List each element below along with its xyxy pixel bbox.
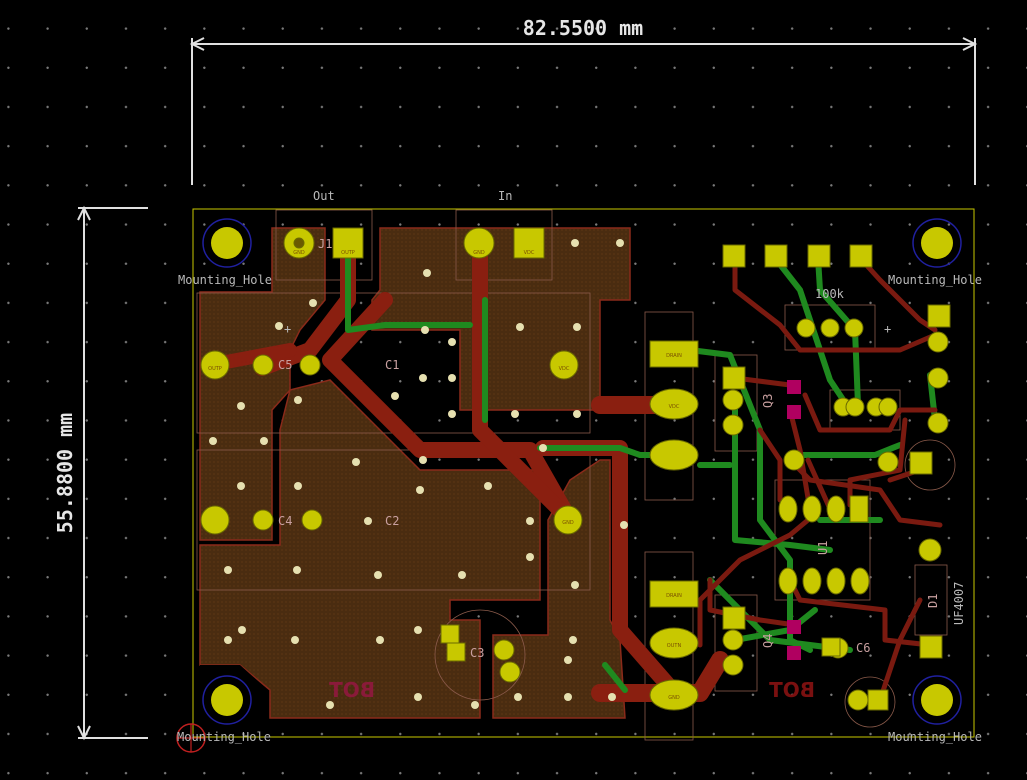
c3-ref: C3 xyxy=(470,646,484,660)
connector-in-label: In xyxy=(498,189,512,203)
pad-names: GND OUTP GND VDC OUTP VDC GND DRAIN VDC … xyxy=(208,250,682,701)
svg-text:OUTP: OUTP xyxy=(341,250,355,256)
power-pads[interactable] xyxy=(649,340,699,711)
svg-text:GND: GND xyxy=(473,250,485,256)
mounting-hole-label-br: Mounting_Hole xyxy=(888,730,982,744)
mounting-hole-label-bl: Mounting_Hole xyxy=(177,730,271,744)
svg-text:GND: GND xyxy=(562,520,574,526)
c5-ref: C5 xyxy=(278,358,292,372)
plus-mark-left: + xyxy=(284,322,291,336)
dimension-height-label: 55.8800 mm xyxy=(53,413,77,533)
plus-mark-right: + xyxy=(884,322,891,336)
vias xyxy=(209,239,628,709)
c6-ref: C6 xyxy=(856,641,870,655)
smd-pads[interactable] xyxy=(787,380,801,660)
dimension-width-label: 82.5500 mm xyxy=(523,16,643,40)
d1-ref: D1 xyxy=(926,594,940,608)
c4-ref: C4 xyxy=(278,514,292,528)
u1-ref: U1 xyxy=(816,541,830,555)
q3-ref: Q3 xyxy=(761,394,775,408)
svg-text:VDC: VDC xyxy=(669,404,680,410)
dimension-horizontal: 82.5500 mm xyxy=(189,16,978,185)
bottom-layer-mark-right: BOT xyxy=(769,678,815,702)
board-edge xyxy=(192,208,975,738)
th-pads[interactable] xyxy=(200,227,951,711)
silk-outlines xyxy=(196,209,956,741)
mounting-hole-bl[interactable] xyxy=(202,675,252,725)
copper-zone-left xyxy=(199,227,631,719)
j1-ref: J1 xyxy=(318,237,332,251)
pot-value: 100k xyxy=(815,287,845,301)
mounting-hole-label-tl: Mounting_Hole xyxy=(178,273,272,287)
q4-ref: Q4 xyxy=(761,634,775,648)
svg-text:OUTN: OUTN xyxy=(667,643,682,649)
c2-ref: C2 xyxy=(385,514,399,528)
svg-text:GND: GND xyxy=(293,250,305,256)
svg-text:DRAIN: DRAIN xyxy=(666,593,682,599)
connector-out-label: Out xyxy=(313,189,335,203)
dimension-vertical: 55.8800 mm xyxy=(53,205,148,741)
svg-text:OUTP: OUTP xyxy=(208,366,222,372)
mounting-hole-tl[interactable] xyxy=(202,218,252,268)
svg-text:VDC: VDC xyxy=(524,250,535,256)
d1-value: UF4007 xyxy=(952,582,966,625)
c1-ref: C1 xyxy=(385,358,399,372)
svg-text:VDC: VDC xyxy=(559,366,570,372)
origin-marker xyxy=(176,723,206,753)
svg-text:DRAIN: DRAIN xyxy=(666,353,682,359)
mounting-hole-br[interactable] xyxy=(912,675,962,725)
mounting-hole-label-tr: Mounting_Hole xyxy=(888,273,982,287)
bottom-layer-mark-left: BOT xyxy=(329,678,375,702)
svg-text:GND: GND xyxy=(668,695,680,701)
mounting-hole-tr[interactable] xyxy=(912,218,962,268)
